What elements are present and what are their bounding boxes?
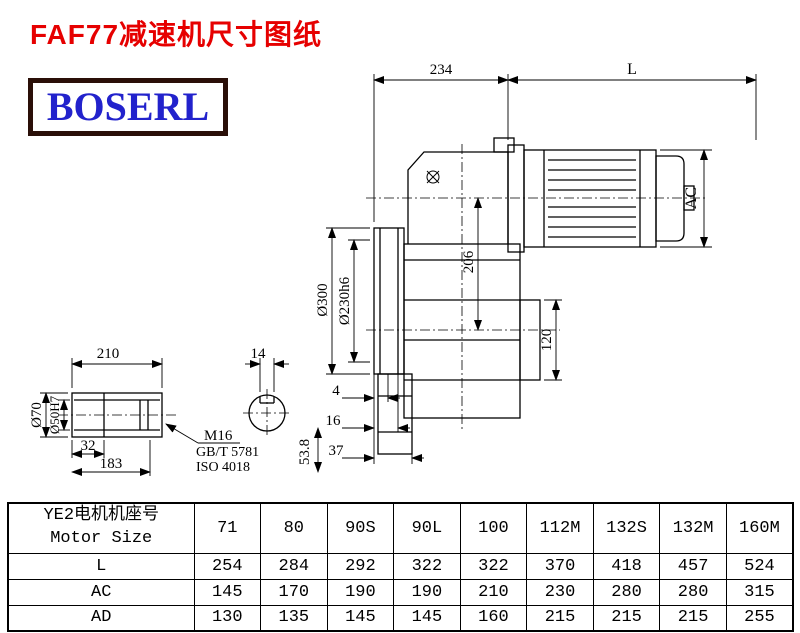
dim-L-label: L (627, 61, 637, 78)
brand-logo-box: BOSERL (28, 78, 228, 136)
dim-206-label: 206 (461, 250, 477, 273)
table-cell: 215 (659, 604, 727, 632)
table-cell: 457 (659, 552, 727, 580)
dimension-labels: 234 L AC Ø300 Ø230h6 206 120 210 14 Ø70 … (29, 61, 700, 475)
row-label: L (7, 552, 195, 580)
table-col-header: 90L (393, 502, 461, 554)
thread-callout-m16: M16 (204, 428, 233, 444)
table-cell: 145 (326, 604, 395, 632)
motor-flange (507, 144, 525, 253)
dim-230h6-label: Ø230h6 (337, 276, 353, 325)
bolt-symbol (426, 170, 440, 184)
table-col-header: 112M (526, 502, 594, 554)
table-cell: 145 (193, 578, 262, 606)
thread-callout-iso: ISO 4018 (196, 460, 250, 475)
table-row-L: L 254 284 292 322 322 370 418 457 524 (7, 552, 794, 580)
table-header-row: YE2电机机座号 Motor Size 71 80 90S 90L 100 11… (7, 502, 794, 554)
table-cell: 524 (725, 552, 794, 580)
table-cell: 230 (526, 578, 594, 606)
table-col-header: 132M (659, 502, 727, 554)
dim-16-label: 16 (326, 413, 342, 429)
thread-callout-gb: GB/T 5781 (196, 445, 259, 460)
row-label: AC (7, 578, 195, 606)
dim-300-label: Ø300 (315, 283, 331, 316)
bearing-boss (519, 299, 541, 381)
dim-70-label: Ø70 (29, 402, 45, 428)
centerlines (58, 144, 706, 437)
table-col-header: 132S (592, 502, 661, 554)
table-cell: 280 (592, 578, 661, 606)
table-cell: 418 (592, 552, 661, 580)
table-col-header: 80 (260, 502, 328, 554)
motor-size-table: YE2电机机座号 Motor Size 71 80 90S 90L 100 11… (7, 502, 794, 632)
table-cell: 255 (725, 604, 794, 632)
motor-size-header-cell: YE2电机机座号 Motor Size (7, 502, 195, 554)
dim-210-label: 210 (97, 346, 120, 362)
fan-cowl (655, 155, 685, 242)
motor-size-header-cn: YE2电机机座号 (43, 506, 160, 526)
table-cell: 135 (260, 604, 328, 632)
table-cell: 292 (326, 552, 395, 580)
brand-logo-text: BOSERL (46, 84, 210, 129)
dim-AC-label: AC (683, 187, 700, 209)
table-cell: 215 (592, 604, 661, 632)
dim-37-label: 37 (329, 443, 345, 459)
table-cell: 215 (526, 604, 594, 632)
table-col-header: 90S (326, 502, 395, 554)
table-row-AD: AD 130 135 145 145 160 215 215 215 255 (7, 604, 794, 632)
mounting-flange (373, 227, 405, 375)
dim-183-label: 183 (100, 456, 123, 472)
table-cell: 170 (260, 578, 328, 606)
table-row-AC: AC 145 170 190 190 210 230 280 280 315 (7, 578, 794, 606)
page-title: FAF77减速机尺寸图纸 (30, 19, 323, 50)
dim-4-label: 4 (332, 383, 340, 399)
table-cell: 284 (260, 552, 328, 580)
table-col-header: 71 (193, 502, 262, 554)
motor-size-header-en: Motor Size (50, 529, 153, 549)
table-cell: 370 (526, 552, 594, 580)
dim-120-label: 120 (539, 329, 555, 352)
dim-53-8-label: 53.8 (297, 439, 313, 465)
table-cell: 145 (393, 604, 461, 632)
table-cell: 210 (459, 578, 528, 606)
reducer-outline (71, 137, 695, 455)
table-cell: 160 (459, 604, 528, 632)
dim-32-label: 32 (81, 438, 96, 454)
eyebolt-boss (493, 137, 515, 153)
table-cell: 315 (725, 578, 794, 606)
table-cell: 280 (659, 578, 727, 606)
table-cell: 254 (193, 552, 262, 580)
row-label: AD (7, 604, 195, 632)
dim-14-label: 14 (251, 346, 267, 362)
table-cell: 322 (459, 552, 528, 580)
dim-50H7-label: Ø50H7 (47, 395, 62, 434)
table-cell: 322 (393, 552, 461, 580)
table-col-header: 100 (459, 502, 528, 554)
table-cell: 130 (193, 604, 262, 632)
table-col-header: 160M (725, 502, 794, 554)
table-cell: 190 (393, 578, 461, 606)
table-cell: 190 (326, 578, 395, 606)
dim-234-label: 234 (430, 62, 453, 78)
output-boss (377, 373, 413, 455)
reducer-dimension-drawing: 234 L AC Ø300 Ø230h6 206 120 210 14 Ø70 … (29, 61, 757, 476)
dimension-lines (40, 74, 757, 476)
